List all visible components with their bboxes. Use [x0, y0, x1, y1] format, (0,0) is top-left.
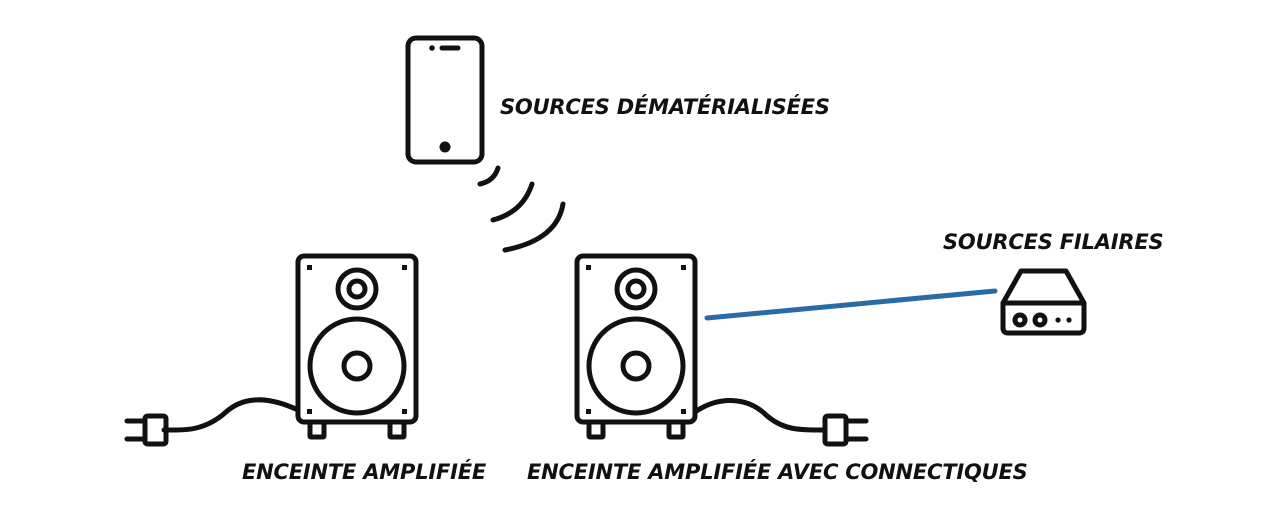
label-powered-speaker-connectivity: ENCEINTE AMPLIFIÉE AVEC CONNECTIQUES — [527, 460, 1028, 484]
wifi-waves-icon — [477, 165, 566, 253]
smartphone-icon — [405, 35, 485, 165]
label-dematerialized-sources: SOURCES DÉMATÉRIALISÉES — [500, 95, 830, 119]
speaker-icon — [574, 253, 698, 440]
power-plug-icon — [124, 413, 179, 447]
power-cable-left — [173, 397, 301, 433]
power-cable-right — [692, 398, 821, 433]
label-wired-sources: SOURCES FILAIRES — [943, 230, 1164, 254]
wired-connection-line — [704, 288, 998, 321]
speaker-icon — [295, 253, 419, 440]
label-powered-speaker: ENCEINTE AMPLIFIÉE — [242, 460, 487, 484]
amplifier-icon — [1000, 268, 1087, 336]
power-plug-icon — [815, 413, 869, 447]
